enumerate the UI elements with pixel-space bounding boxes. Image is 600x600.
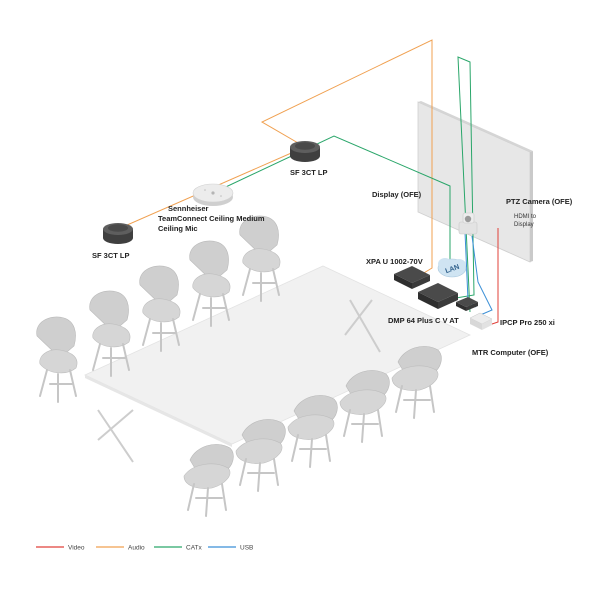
mtr-computer bbox=[469, 312, 493, 330]
label-hdmi-line2: Display bbox=[514, 222, 534, 228]
chair bbox=[189, 240, 231, 327]
label-mic-line1: Sennheiser bbox=[168, 204, 209, 213]
legend-label-video: Video bbox=[68, 545, 85, 552]
chair bbox=[235, 419, 286, 492]
label-xpa: XPA U 1002-70V bbox=[366, 257, 423, 266]
chair bbox=[239, 215, 281, 302]
label-hdmi-line1: HDMI to bbox=[514, 214, 537, 220]
xpa-amplifier bbox=[394, 266, 430, 289]
chair bbox=[183, 444, 234, 517]
label-ipcp: IPCP Pro 250 xi bbox=[500, 318, 555, 327]
ptz-camera bbox=[458, 212, 478, 235]
label-mic-line3: Ceiling Mic bbox=[158, 224, 198, 233]
chair bbox=[391, 346, 442, 419]
lan-cloud: LAN bbox=[437, 258, 467, 278]
ipcp-controller bbox=[456, 297, 478, 311]
chair bbox=[339, 370, 390, 443]
ceiling-speaker-left bbox=[103, 223, 133, 244]
conference-table bbox=[84, 265, 471, 463]
device-labels: SF 3CT LP SF 3CT LP Sennheiser TeamConne… bbox=[92, 168, 573, 357]
legend-label-catx: CATx bbox=[186, 545, 203, 552]
chairs-front-row bbox=[183, 346, 442, 517]
label-speaker-left: SF 3CT LP bbox=[92, 251, 130, 260]
ceiling-speaker-top bbox=[290, 141, 320, 162]
chair bbox=[287, 395, 338, 468]
cable-catx bbox=[212, 56, 475, 313]
label-mic-line2: TeamConnect Ceiling Medium bbox=[158, 214, 265, 223]
chair bbox=[139, 265, 181, 352]
chair bbox=[36, 316, 78, 403]
lan-label: LAN bbox=[445, 264, 461, 275]
chair bbox=[89, 290, 131, 377]
legend-label-audio: Audio bbox=[128, 545, 145, 552]
chairs-back-row bbox=[36, 215, 281, 403]
label-speaker-top: SF 3CT LP bbox=[290, 168, 328, 177]
dmp-processor bbox=[418, 283, 458, 309]
label-mtr: MTR Computer (OFE) bbox=[472, 348, 549, 357]
label-display: Display (OFE) bbox=[372, 190, 422, 199]
legend: Video Audio CATx USB bbox=[36, 545, 253, 552]
label-dmp: DMP 64 Plus C V AT bbox=[388, 316, 459, 325]
display-panel bbox=[417, 101, 533, 263]
legend-label-usb: USB bbox=[240, 545, 253, 552]
ceiling-mic bbox=[192, 183, 234, 206]
label-ptz-camera: PTZ Camera (OFE) bbox=[506, 197, 573, 206]
